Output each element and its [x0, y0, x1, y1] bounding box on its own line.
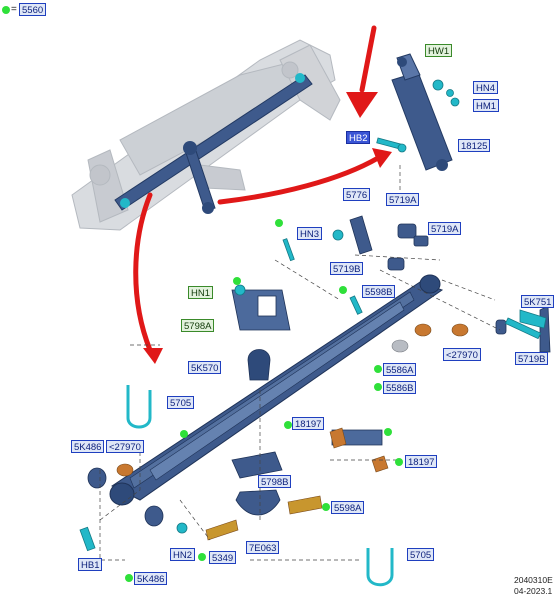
spring-hardware-blue [87, 215, 551, 527]
green-marker-6 [180, 430, 188, 438]
part-label-5798b[interactable]: 5798B [258, 475, 292, 488]
green-marker-2 [275, 219, 283, 227]
part-label-5349[interactable]: 5349 [209, 551, 237, 564]
part-label-5k570[interactable]: 5K570 [188, 361, 222, 374]
part-label-5598a[interactable]: 5598A [331, 501, 365, 514]
red-arrowheads [143, 92, 392, 364]
part-label-5k486-2[interactable]: 5K486 [134, 572, 168, 585]
green-marker-12 [125, 574, 133, 582]
red-arrows [133, 25, 381, 353]
pads-and-clips [116, 323, 469, 541]
part-label-5586b[interactable]: 5586B [383, 381, 417, 394]
part-label-hn2[interactable]: HN2 [170, 548, 196, 561]
footer-diagram-id: 2040310E [514, 575, 553, 585]
part-label-hb1[interactable]: HB1 [78, 558, 103, 571]
green-marker-8 [284, 421, 292, 429]
green-marker-11 [198, 553, 206, 561]
part-label-hn4[interactable]: HN4 [473, 81, 499, 94]
green-marker-7 [384, 428, 392, 436]
legend-marker-dot [2, 6, 10, 14]
part-label-18197-2[interactable]: 18197 [405, 455, 438, 468]
part-label-hn3[interactable]: HN3 [297, 227, 323, 240]
green-marker-4 [374, 365, 382, 373]
part-label-5776[interactable]: 5776 [343, 188, 371, 201]
green-marker-3 [339, 286, 347, 294]
shock-absorber [391, 53, 453, 171]
part-label-5719a-2[interactable]: 5719A [428, 222, 462, 235]
green-marker-1 [233, 277, 241, 285]
part-label-5705-2[interactable]: 5705 [407, 548, 435, 561]
leaf-spring [109, 274, 444, 506]
u-bolts [126, 385, 394, 587]
part-label-5719b-2[interactable]: 5719B [515, 352, 549, 365]
part-label-5705-1[interactable]: 5705 [167, 396, 195, 409]
part-label-5719b-1[interactable]: 5719B [330, 262, 364, 275]
part-label-hn1[interactable]: HN1 [188, 286, 214, 299]
legend-code-label[interactable]: 5560 [19, 3, 47, 16]
part-label-5798a[interactable]: 5798A [181, 319, 215, 332]
legend-equals: = [11, 4, 17, 15]
leader-lines [99, 165, 501, 561]
spring-hardware-cyan [79, 229, 547, 552]
part-label-27970-2[interactable]: <27970 [106, 440, 144, 453]
part-label-5k486-1[interactable]: 5K486 [71, 440, 105, 453]
part-label-18125[interactable]: 18125 [458, 139, 491, 152]
part-label-7e063[interactable]: 7E063 [246, 541, 280, 554]
part-label-5586a[interactable]: 5586A [383, 363, 417, 376]
part-label-hw1[interactable]: HW1 [425, 44, 453, 57]
green-marker-10 [322, 503, 330, 511]
shock-hardware [376, 79, 460, 153]
part-label-27970-1[interactable]: <27970 [443, 348, 481, 361]
footer-version: 04-2023.1 [514, 586, 553, 596]
spring-in-vehicle [114, 73, 313, 214]
green-marker-9 [395, 458, 403, 466]
green-marker-5 [374, 383, 382, 391]
part-label-18197-1[interactable]: 18197 [292, 417, 325, 430]
part-label-hm1[interactable]: HM1 [473, 99, 500, 112]
part-label-5719a-1[interactable]: 5719A [386, 193, 420, 206]
part-label-5598b[interactable]: 5598B [362, 285, 396, 298]
part-label-5k751[interactable]: 5K751 [521, 295, 555, 308]
part-label-hb2[interactable]: HB2 [346, 131, 371, 144]
